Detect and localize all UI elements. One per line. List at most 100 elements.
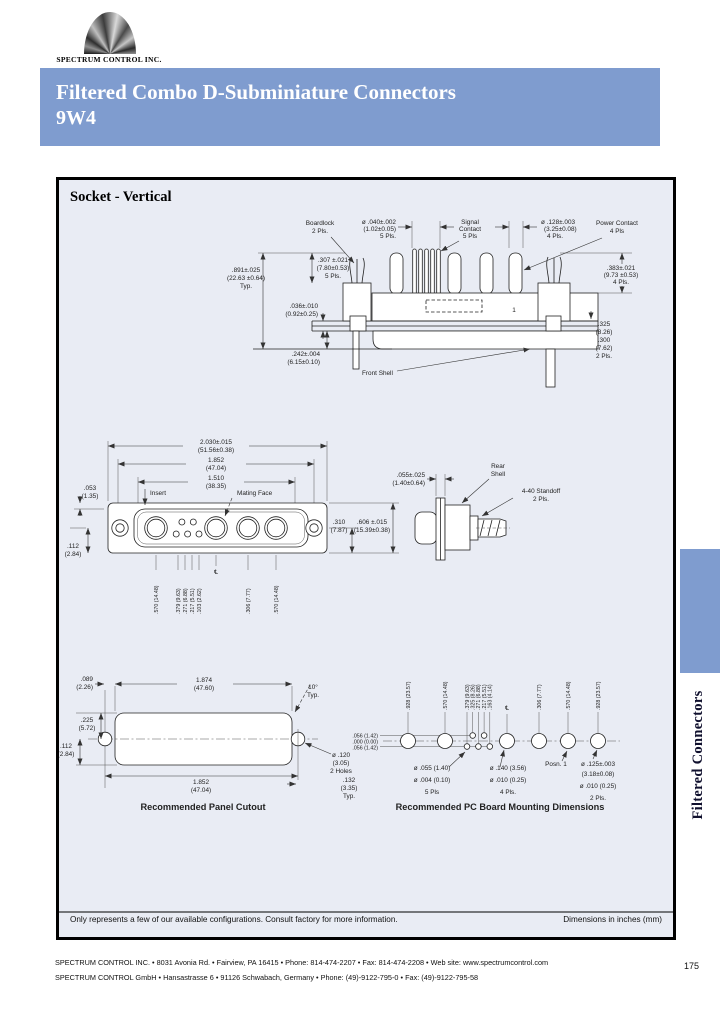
dim-label: .036±.010 <box>290 303 319 310</box>
hole-callout: 2 Holes <box>330 768 352 775</box>
standoff-label: 2 Pls. <box>533 496 549 503</box>
dim-label: .606 ±.015 <box>357 519 388 526</box>
insert-groove <box>137 511 305 545</box>
dim-label: (9.73 ±0.53) <box>604 272 638 279</box>
dim-label: .055±.025 <box>397 472 426 479</box>
hole-callout: 2 Pls. <box>590 795 606 802</box>
power-pins <box>389 252 523 295</box>
power-contact-station <box>537 256 571 388</box>
hole-callout: 4 Pls. <box>500 789 516 796</box>
dim-label: 1.852 <box>193 779 209 786</box>
pcb-title: Recommended PC Board Mounting Dimensions <box>396 802 605 812</box>
signal-contact-label: Contact <box>459 226 481 233</box>
address-line-us: SPECTRUM CONTROL INC. • 8031 Avonia Rd. … <box>55 958 549 967</box>
configurations-note: Only represents a few of our available c… <box>70 915 398 924</box>
dim-label: .112 <box>60 743 72 750</box>
col-label: .379 (9.63) <box>465 684 471 710</box>
col-label: .306 (7.77) <box>537 684 543 710</box>
dim-label: (6.15±0.10) <box>287 359 320 366</box>
dim-label: (7.80±0.53) <box>317 265 350 272</box>
dim-label: (5.72) <box>79 725 96 732</box>
dim-label: .053 <box>84 485 97 492</box>
rear-shell-label: Rear <box>491 463 506 470</box>
front-shell-outline <box>372 330 599 350</box>
pcb-holes <box>400 732 606 750</box>
position-1-marker: 1 <box>512 307 516 314</box>
boardlock-label: 2 Pls. <box>312 228 328 235</box>
dim-label: (0.92±0.25) <box>285 311 318 318</box>
dim-label: 2 Pls. <box>596 353 612 360</box>
dim-label: .307 ±.021 <box>318 257 349 264</box>
hole-callout: ø .125±.003 <box>581 761 616 768</box>
hole-callout: ø .140 (3.56) <box>490 765 527 772</box>
dim-label: (1.02±0.05) <box>363 226 396 233</box>
dim-label: .325 <box>598 321 611 328</box>
dim-label: (47.04) <box>206 465 226 472</box>
section-tab-label: Filtered Connectors <box>690 690 706 820</box>
units-note: Dimensions in inches (mm) <box>563 915 662 924</box>
dim-label: 4 Pls. <box>547 233 563 240</box>
dim-label: .112 <box>67 543 79 550</box>
dim-label: Typ. <box>343 793 355 800</box>
row-label: .056 (1.42) <box>352 734 378 740</box>
row-label: .056 (1.42) <box>352 746 378 752</box>
rear-shell-label: Shell <box>491 471 505 478</box>
dim-label: 5 Pls. <box>380 233 396 240</box>
dim-label: (1.40±0.64) <box>392 480 425 487</box>
dim-label: .089 <box>81 676 94 683</box>
col-label: .928 (23.57) <box>596 681 602 710</box>
dim-label: .132 <box>343 777 356 784</box>
dim-label: .103 (2.62) <box>197 588 203 614</box>
address-line-de: SPECTRUM CONTROL GmbH • Hansastrasse 6 •… <box>55 973 479 982</box>
top-view-drawing: 1 .891±.025 (22.63 ±0.64) Typ. .307 ±.02… <box>227 219 638 388</box>
filter-element <box>425 299 483 313</box>
dim-label: (1.35) <box>82 493 99 500</box>
hole-callout: ø .120 <box>332 752 351 759</box>
dim-label: (2.84) <box>58 751 75 758</box>
dim-label: ø .128±.003 <box>541 219 576 226</box>
dim-label: .891±.025 <box>232 267 261 274</box>
dim-label: .570 (14.48) <box>154 585 160 614</box>
dim-label: (15.39±0.38) <box>354 527 390 534</box>
dim-label: (2.84) <box>65 551 82 558</box>
standoff <box>476 518 510 538</box>
company-name: SPECTRUM CONTROL INC. <box>56 55 162 64</box>
pcb-layout-drawing: .056 (1.42) .000 (0.00) .056 (1.42) .928… <box>352 681 620 812</box>
dim-label: .225 <box>81 717 94 724</box>
dim-label: Typ. <box>240 283 252 290</box>
dim-label: (7.87) <box>331 527 348 534</box>
panel-mounting-hole <box>97 731 113 747</box>
dim-label: .379 (9.63) <box>176 588 182 614</box>
front-shell-label: Front Shell <box>362 370 393 377</box>
panel-cutout-title: Recommended Panel Cutout <box>140 802 265 812</box>
hole-callout: ø .010 (0.25) <box>490 777 527 784</box>
front-shell-side <box>414 511 438 545</box>
col-label: .928 (23.57) <box>406 681 412 710</box>
dim-label: 10° <box>308 683 318 691</box>
col-label: .217 (5.51) <box>482 684 488 710</box>
signal-contacts <box>172 518 203 538</box>
front-view-drawing: 2.030±.015 (51.56±0.38) 1.852 (47.04) 1.… <box>65 439 399 614</box>
col-label: .570 (14.48) <box>566 681 572 710</box>
col-label: .163 (4.14) <box>488 684 494 710</box>
dim-label: .271 (6.88) <box>183 588 189 614</box>
signal-pins <box>412 248 441 295</box>
spectrum-logo-icon <box>84 12 136 54</box>
section-title: Socket - Vertical <box>70 189 172 205</box>
boardlock-label: Boardlock <box>306 220 335 227</box>
centerline-symbol: ℄ <box>504 706 509 712</box>
page-title: Filtered Combo D-Subminiature Connectors <box>56 80 456 104</box>
signal-contact-label: Signal <box>461 219 479 226</box>
page-number: 175 <box>684 961 700 971</box>
dim-label: .300 <box>598 337 611 344</box>
row-label: .000 (0.00) <box>352 740 378 746</box>
rear-shell <box>444 504 471 551</box>
dim-label: .310 <box>333 519 346 526</box>
hole-callout: 5 Pls <box>425 789 439 796</box>
dim-label: 1.874 <box>196 677 212 684</box>
hole-callout: ø .010 (0.25) <box>580 783 617 790</box>
standoff-label: 4-40 Standoff <box>522 488 560 495</box>
hole-callout: (3.05) <box>333 760 350 767</box>
drawing-panel: Socket - Vertical <box>56 177 676 940</box>
col-label: .570 (14.48) <box>443 681 449 710</box>
